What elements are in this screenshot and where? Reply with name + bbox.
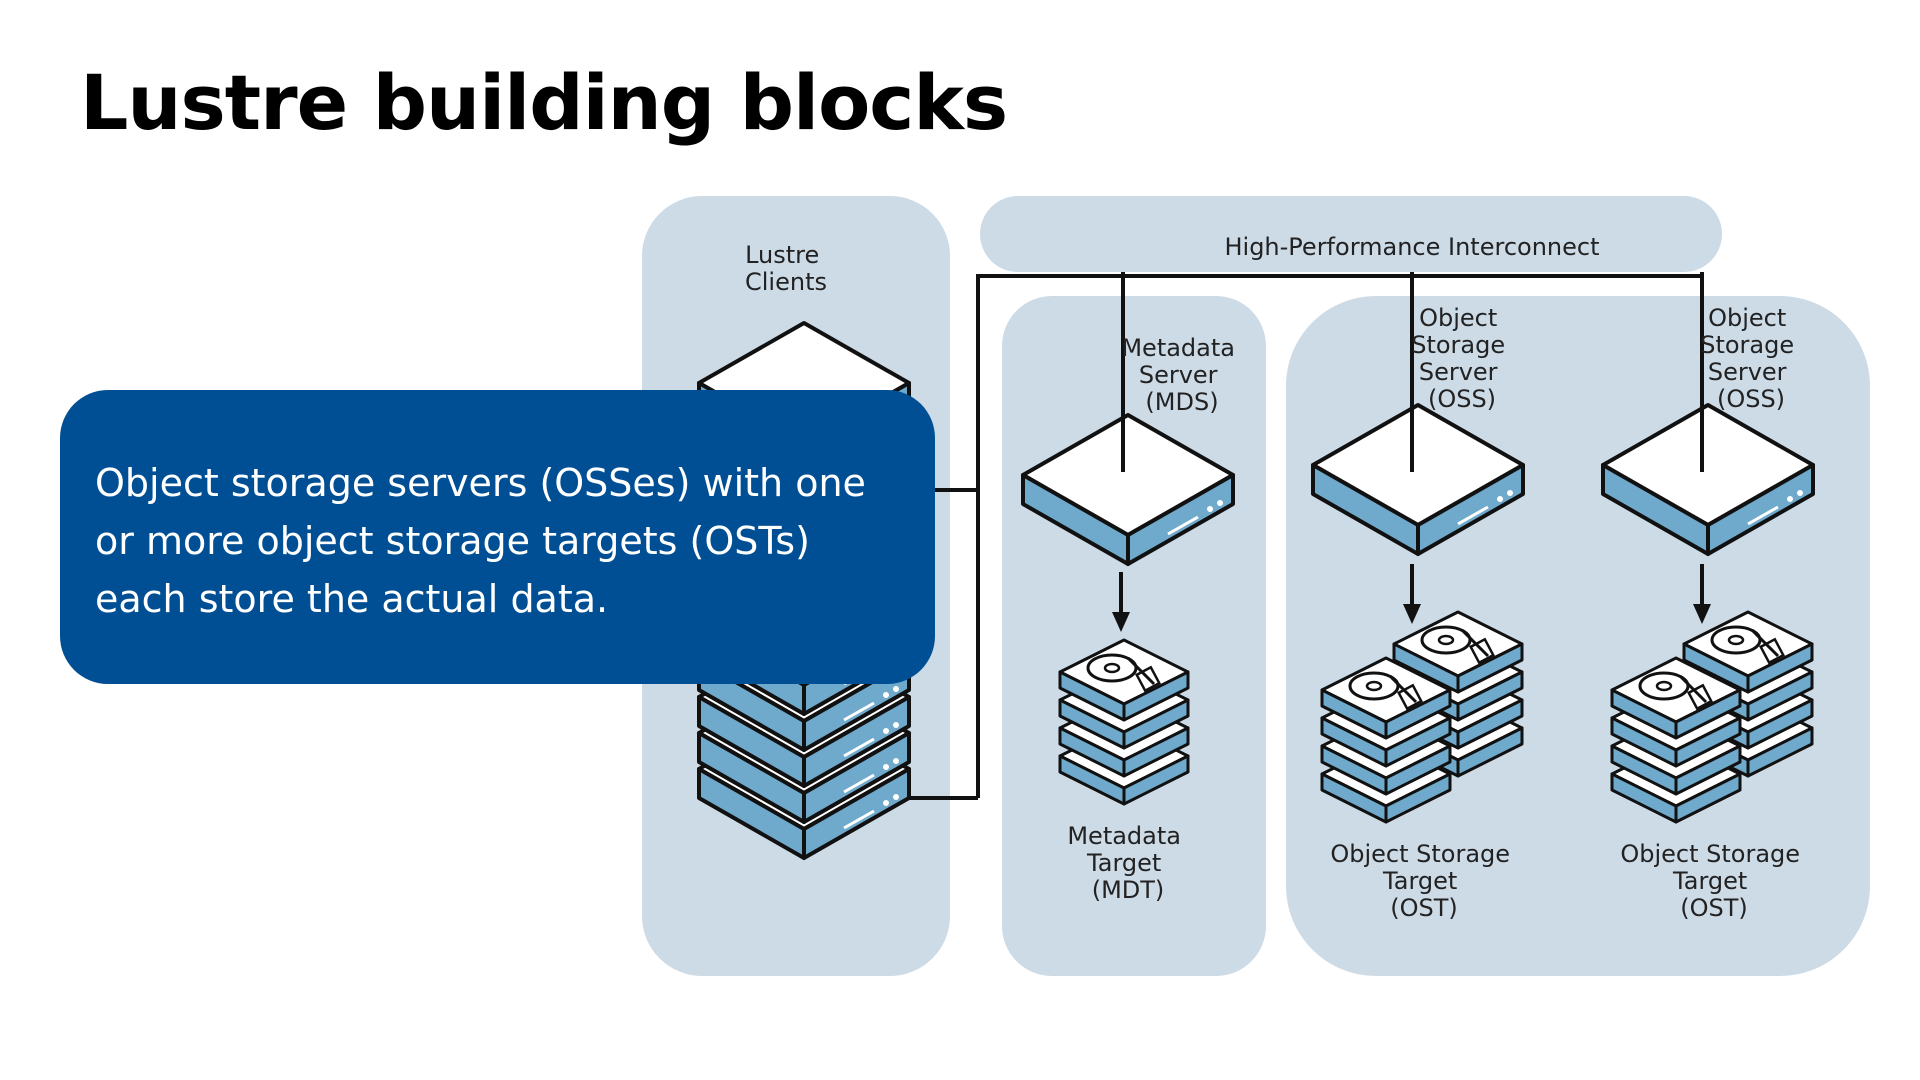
interconnect-panel (980, 196, 1722, 272)
clients-label: Lustre Clients (745, 241, 827, 296)
oss-label-2: Object Storage Server (OSS) (1700, 304, 1802, 413)
arrow-oss2-to-ost (1693, 564, 1711, 624)
object-storage-target-disks-2a (1612, 658, 1740, 822)
interconnect-label: High-Performance Interconnect (1224, 233, 1599, 261)
object-storage-target-disks-1a (1322, 658, 1450, 822)
ost-label-1: Object Storage Target (OST) (1330, 840, 1517, 922)
callout-box: Object storage servers (OSSes) with one … (60, 390, 935, 684)
mdt-label: Metadata Target (MDT) (1067, 822, 1188, 904)
ost-label-2: Object Storage Target (OST) (1620, 840, 1807, 922)
callout-text: Object storage servers (OSSes) with one … (95, 461, 866, 621)
slide-title: Lustre building blocks (80, 58, 1008, 147)
metadata-target-disks (1060, 640, 1188, 804)
arrow-mds-to-mdt (1112, 572, 1130, 632)
arrow-oss1-to-ost (1403, 564, 1421, 624)
oss-label-1: Object Storage Server (OSS) (1411, 304, 1513, 413)
mds-label: Metadata Server (MDS) (1121, 334, 1242, 416)
